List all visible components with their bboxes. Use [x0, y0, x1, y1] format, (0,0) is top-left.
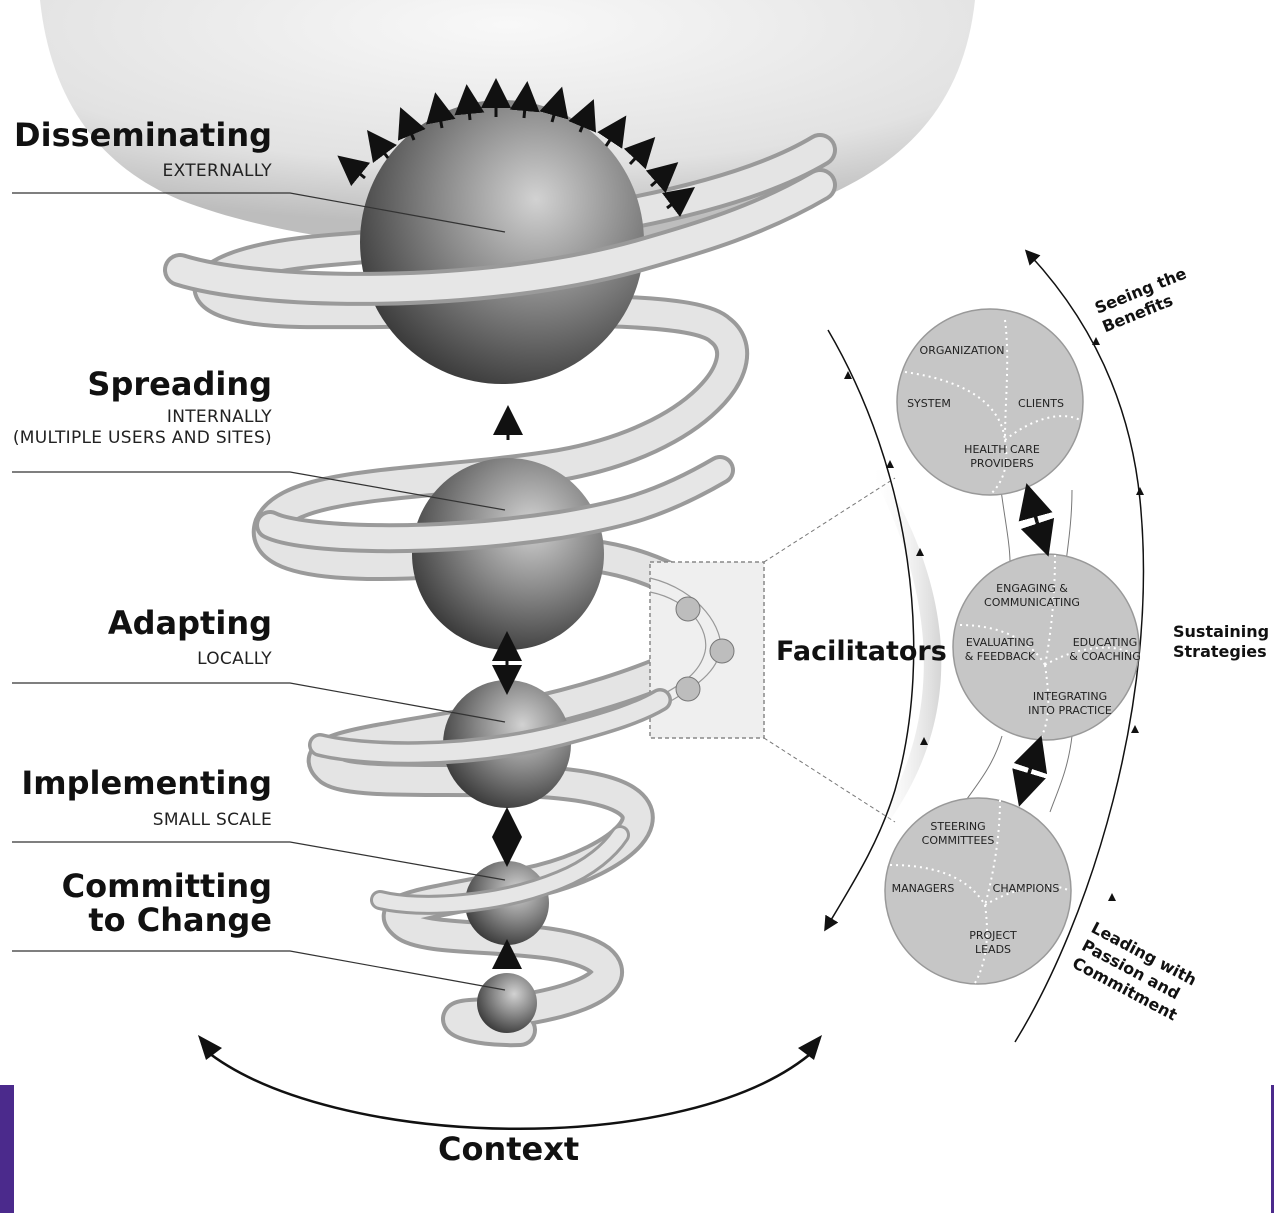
circle-label-providers: HEALTH CARE PROVIDERS: [964, 443, 1040, 470]
zoom-node: [675, 676, 701, 702]
zoom-node: [675, 596, 701, 622]
sphere-spreading: [412, 458, 604, 650]
stage-title-committing: Committing to Change: [61, 867, 272, 939]
circle-arrows: [1012, 483, 1055, 807]
right-panel-shade: [870, 470, 942, 820]
spiral-tube-front: [163, 168, 837, 915]
stage-title-adapting: Adapting: [107, 604, 272, 642]
edge-bar: [1271, 1085, 1274, 1213]
dissemination-arrows: [337, 78, 695, 217]
logo-edge: [0, 1085, 14, 1213]
circle-label-engaging: ENGAGING & COMMUNICATING: [984, 582, 1080, 609]
stage-subtitle-implementing: SMALL SCALE: [152, 810, 272, 830]
stage-arrows: [492, 405, 523, 969]
zoom-connector: [763, 737, 896, 823]
circle-label-evaluating: EVALUATING & FEEDBACK: [964, 636, 1036, 663]
context-label: Context: [438, 1130, 580, 1168]
stage-subtitle-adapting: LOCALLY: [197, 649, 272, 669]
stage-title-implementing: Implementing: [21, 764, 272, 802]
stage-title-spreading: Spreading: [87, 365, 272, 403]
arc-lines: [824, 249, 1145, 1043]
stage-title-disseminating: Disseminating: [14, 116, 272, 154]
circle-top: [896, 308, 1084, 496]
context-arrow-left: [198, 1035, 222, 1060]
sphere-disseminating: [360, 100, 644, 384]
context-arrow-right: [798, 1035, 822, 1060]
circle-label-clients: CLIENTS: [1018, 397, 1064, 410]
circle-label-system: SYSTEM: [907, 397, 951, 410]
facilitators-label: Facilitators: [776, 636, 947, 667]
circle-label-champions: CHAMPIONS: [992, 882, 1060, 895]
stage-subtitle-spreading: INTERNALLY (MULTIPLE USERS AND SITES): [12, 407, 272, 448]
circle-middle: [952, 553, 1140, 741]
circle-label-managers: MANAGERS: [891, 882, 955, 895]
zoom-node: [709, 638, 735, 664]
circle-label-steering: STEERING COMMITTEES: [921, 820, 995, 847]
arc-ticks: [844, 337, 1144, 901]
context-arc: [204, 1049, 816, 1131]
side-label-sustaining: Sustaining Strategies: [1173, 622, 1270, 661]
circle-label-integrating: INTEGRATING INTO PRACTICE: [1028, 690, 1112, 717]
zoom-box: [649, 561, 765, 739]
sphere-committing: [477, 973, 537, 1033]
circle-label-educating: EDUCATING & COACHING: [1069, 636, 1141, 663]
stage-subtitle-disseminating: EXTERNALLY: [162, 161, 272, 181]
circle-label-project-leads: PROJECT LEADS: [969, 929, 1017, 956]
leader-lines: [12, 192, 506, 991]
zoom-connector: [763, 477, 896, 563]
circle-bottom: [884, 797, 1072, 985]
circle-label-organization: ORGANIZATION: [919, 344, 1005, 357]
